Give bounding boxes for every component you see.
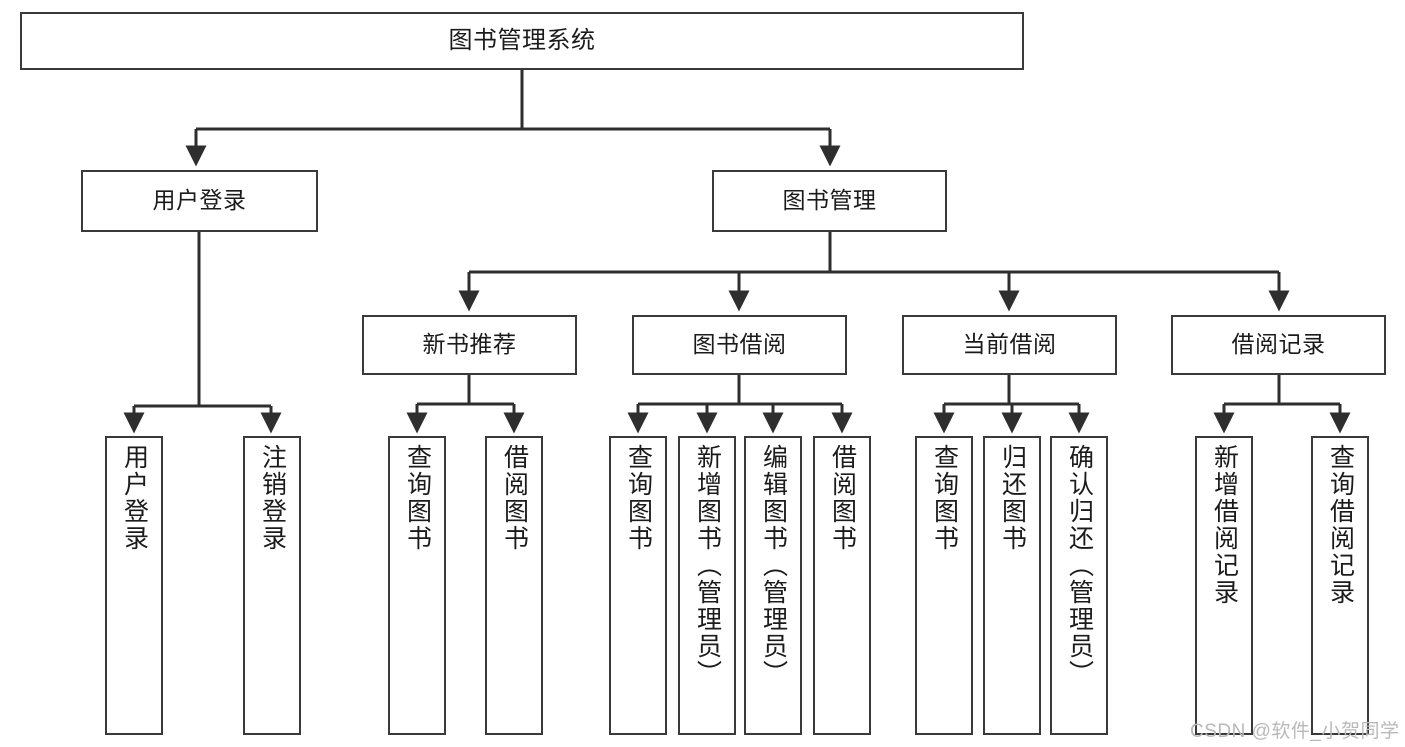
edges-newbook-to-leaves — [406, 375, 525, 434]
leaf-node[interactable]: 注销登录 — [243, 436, 301, 735]
node-label: 借阅记录 — [1231, 331, 1326, 358]
edges-borrow-to-leaves — [627, 375, 853, 434]
leaf-node[interactable]: 确认归还（管理员） — [1050, 436, 1108, 735]
node-book-management[interactable]: 图书管理 — [712, 170, 947, 232]
leaf-node[interactable]: 借阅图书 — [813, 436, 871, 735]
node-label: 图书管理系统 — [448, 26, 596, 54]
leaf-node[interactable]: 借阅图书 — [485, 436, 543, 735]
leaf-node[interactable]: 用户登录 — [105, 436, 163, 735]
node-label: 新增图书（管理员） — [693, 444, 722, 687]
node-label: 用户登录 — [120, 444, 149, 552]
node-root-system[interactable]: 图书管理系统 — [20, 12, 1024, 70]
node-label: 用户登录 — [152, 187, 247, 214]
leaf-node[interactable]: 查询借阅记录 — [1311, 436, 1369, 735]
node-current-borrow[interactable]: 当前借阅 — [902, 315, 1117, 375]
edges-bookmgmt-to-level3 — [458, 232, 1290, 312]
node-label: 新书推荐 — [422, 331, 517, 358]
leaf-node[interactable]: 新增借阅记录 — [1195, 436, 1253, 735]
node-label: 确认归还（管理员） — [1065, 444, 1094, 687]
node-label: 编辑图书（管理员） — [759, 444, 788, 687]
edges-userlogin-to-leaves — [123, 232, 282, 434]
leaf-node[interactable]: 查询图书 — [609, 436, 667, 735]
leaf-node[interactable]: 编辑图书（管理员） — [744, 436, 802, 735]
node-label: 借阅图书 — [500, 444, 529, 552]
edges-current-to-leaves — [933, 375, 1090, 434]
leaf-node[interactable]: 归还图书 — [983, 436, 1041, 735]
node-book-borrow[interactable]: 图书借阅 — [632, 315, 847, 375]
node-label: 查询图书 — [624, 444, 653, 552]
leaf-node[interactable]: 查询图书 — [915, 436, 973, 735]
node-label: 查询图书 — [930, 444, 959, 552]
node-label: 注销登录 — [258, 444, 287, 552]
edges-root-to-level2 — [185, 70, 841, 167]
node-borrow-records[interactable]: 借阅记录 — [1171, 315, 1386, 375]
leaf-node[interactable]: 查询图书 — [388, 436, 446, 735]
node-label: 查询图书 — [403, 444, 432, 552]
node-label: 借阅图书 — [828, 444, 857, 552]
node-label: 新增借阅记录 — [1210, 444, 1239, 606]
leaf-node[interactable]: 新增图书（管理员） — [678, 436, 736, 735]
node-new-book-recommend[interactable]: 新书推荐 — [362, 315, 577, 375]
node-label: 归还图书 — [998, 444, 1027, 552]
edges-records-to-leaves — [1213, 375, 1351, 434]
node-label: 图书借阅 — [692, 331, 787, 358]
node-user-login[interactable]: 用户登录 — [81, 170, 318, 232]
node-label: 图书管理 — [782, 187, 877, 214]
node-label: 当前借阅 — [962, 331, 1057, 358]
node-label: 查询借阅记录 — [1326, 444, 1355, 606]
